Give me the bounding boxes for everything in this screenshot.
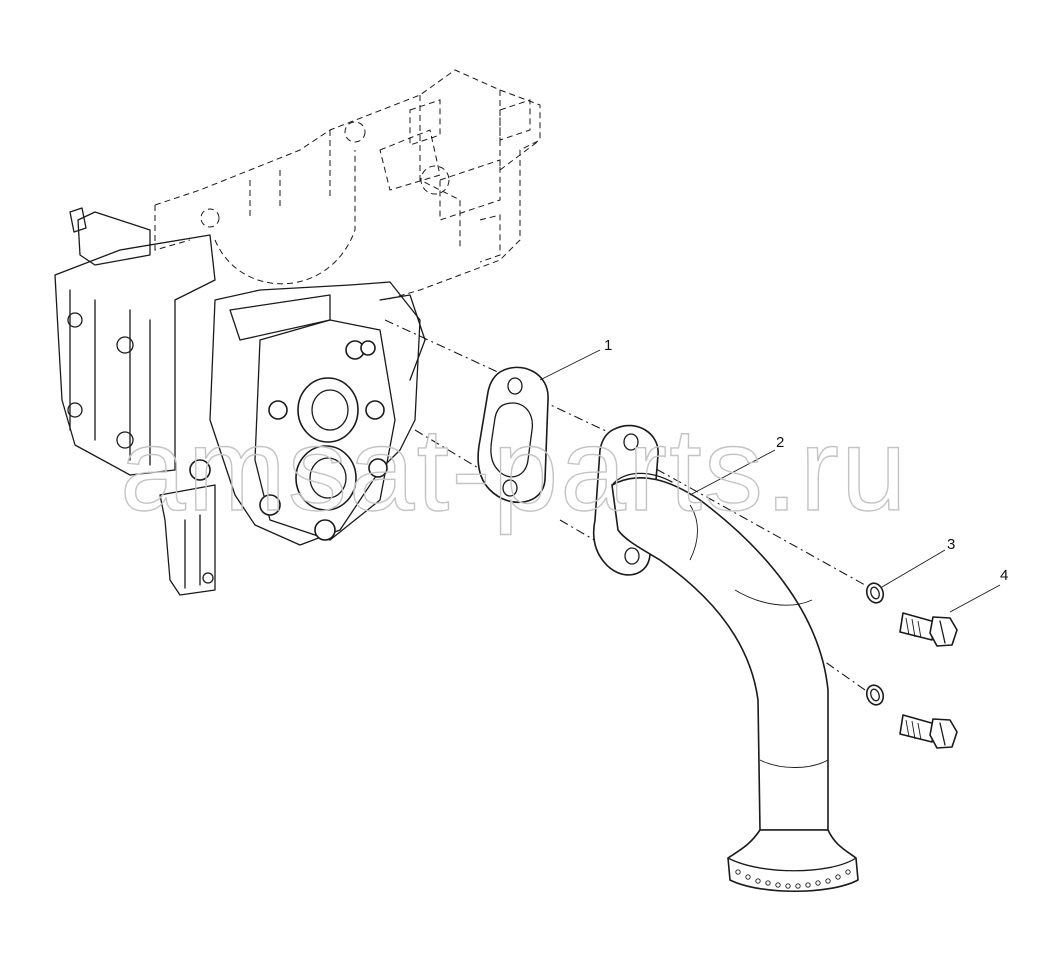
callout-3: 3 [947, 536, 955, 553]
washer [865, 582, 885, 706]
watermark-text: amsat-parts.ru [120, 404, 909, 536]
leader-lines [539, 349, 1001, 613]
engine-block-housing [154, 69, 541, 301]
callout-1: 1 [604, 337, 612, 354]
oil-pump-assembly [54, 207, 426, 596]
callout-4: 4 [1000, 567, 1008, 584]
gasket [477, 366, 549, 504]
callout-2: 2 [776, 434, 784, 451]
oil-suction-pipe [592, 424, 859, 893]
bolt [899, 612, 958, 749]
strainer-holes [735, 869, 851, 889]
